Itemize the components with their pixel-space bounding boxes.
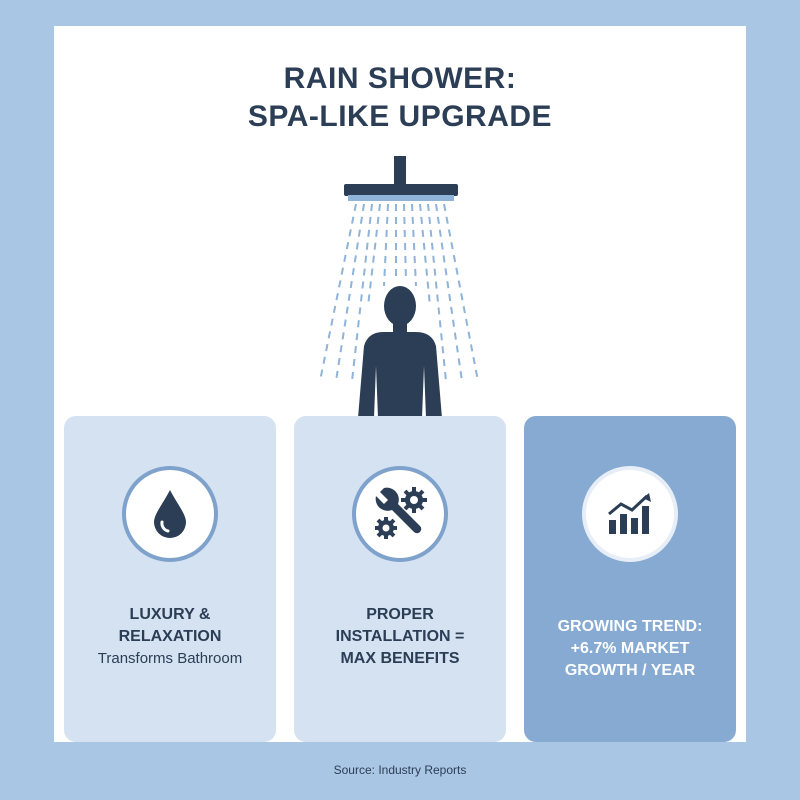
feature-heading: LUXURY & [129, 606, 211, 623]
rain-shower-illustration [319, 156, 479, 418]
growth-chart-icon [582, 466, 678, 562]
person-silhouette-icon [358, 286, 442, 418]
feature-heading: PROPER [366, 606, 434, 623]
feature-heading: +6.7% MARKET [570, 640, 690, 657]
source-note: Source: Industry Reports [333, 763, 467, 777]
feature-heading: INSTALLATION = [335, 628, 465, 645]
infographic-card: RAIN SHOWER: SPA-LIKE UPGRADE [54, 26, 746, 742]
feature-subtext: Transforms Bathroom [97, 650, 243, 667]
page-title: RAIN SHOWER: SPA-LIKE UPGRADE [54, 60, 746, 136]
feature-heading: MAX BENEFITS [340, 650, 460, 667]
feature-card-growth: GROWING TREND: +6.7% MARKET GROWTH / YEA… [524, 416, 736, 742]
water-streams [319, 203, 479, 382]
feature-heading: RELAXATION [118, 628, 222, 645]
feature-heading: GROWTH / YEAR [564, 662, 696, 679]
shower-head-icon [344, 156, 458, 201]
title-line-1: RAIN SHOWER: [283, 62, 517, 95]
water-drop-icon [122, 466, 218, 562]
feature-card-installation: PROPER INSTALLATION = MAX BENEFITS [294, 416, 506, 742]
feature-card-luxury: LUXURY & RELAXATION Transforms Bathroom [64, 416, 276, 742]
title-line-2: SPA-LIKE UPGRADE [247, 100, 553, 133]
feature-heading: GROWING TREND: [557, 618, 703, 635]
wrench-gears-icon [352, 466, 448, 562]
